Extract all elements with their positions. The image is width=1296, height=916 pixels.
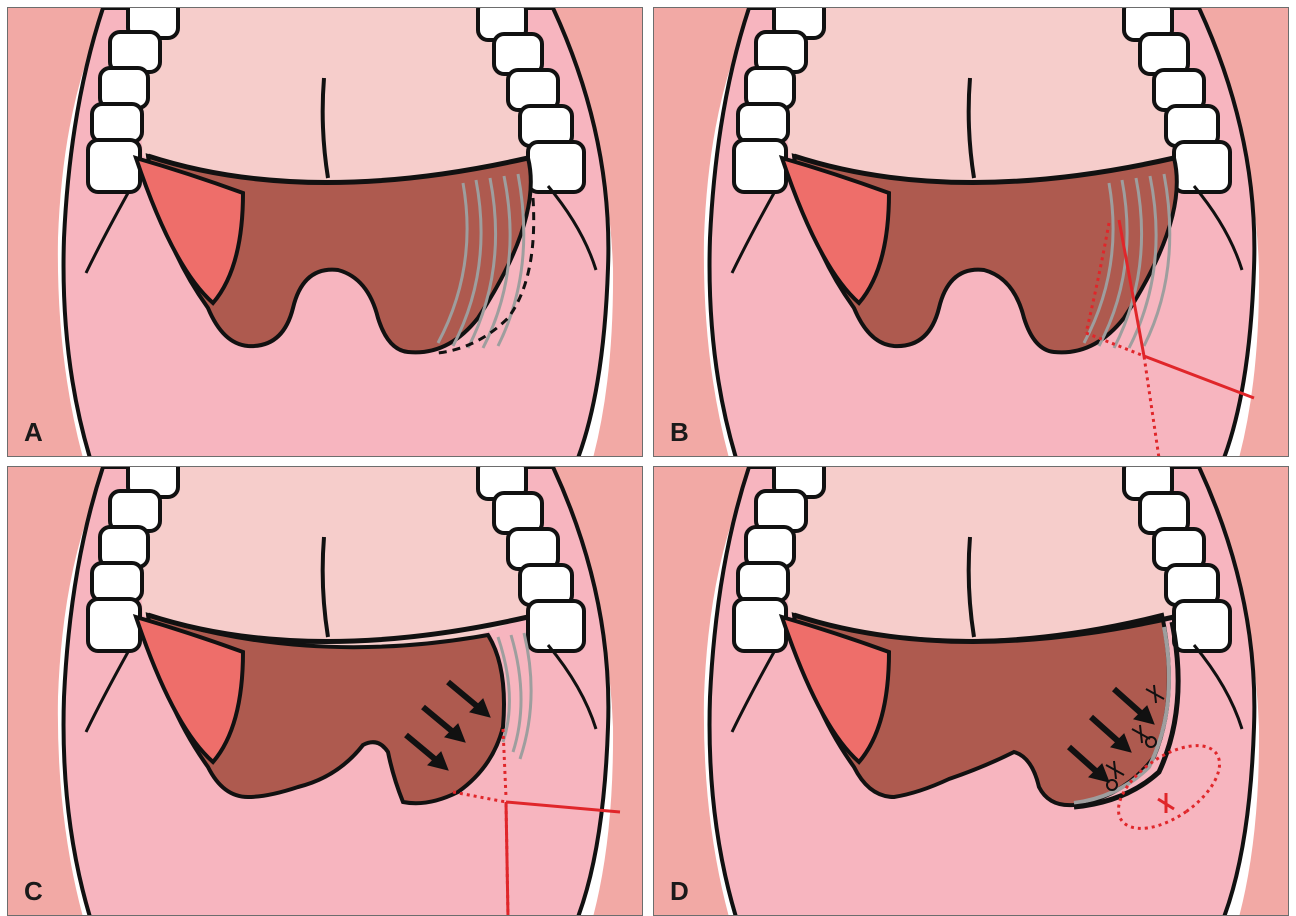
pillar-left	[84, 651, 130, 733]
tonsil-left	[778, 614, 892, 765]
panel-label: C	[24, 876, 43, 906]
palatal-raphe	[966, 536, 976, 638]
sutured-margin	[1073, 621, 1181, 810]
panel-d: D	[653, 466, 1289, 916]
pillar-left	[730, 192, 776, 274]
pillar-right	[1192, 644, 1244, 730]
donor-suture-mark	[1157, 793, 1175, 813]
pillar-right	[1192, 185, 1244, 271]
pharynx-outline	[793, 153, 1175, 185]
palate	[785, 467, 1174, 660]
teeth-right	[476, 8, 586, 194]
teeth-right	[476, 467, 586, 653]
tonsil-left	[132, 155, 246, 306]
palatal-raphe	[320, 77, 330, 179]
incision-dotted-upper	[1084, 222, 1111, 334]
pharynx-outline	[147, 612, 529, 644]
panel-label: B	[670, 417, 689, 447]
palate	[139, 8, 528, 201]
panel-label: A	[24, 417, 43, 447]
pharynx-outline	[793, 612, 1175, 644]
lip-right	[1194, 467, 1288, 915]
tonsil-left	[132, 614, 246, 765]
lip-left	[654, 8, 754, 456]
lip-right	[1194, 8, 1288, 456]
teeth-right	[1122, 467, 1232, 653]
pillar-right	[546, 644, 598, 730]
panel-label: D	[670, 876, 689, 906]
tonsil-left	[778, 155, 892, 306]
pillar-left	[84, 192, 130, 274]
flap-rotation-arrows	[404, 679, 491, 771]
oropharynx-diagram-c	[8, 467, 642, 915]
teeth-left	[732, 8, 826, 194]
pharynx-outline	[147, 153, 529, 185]
incision-dotted-upper	[501, 728, 508, 798]
oropharynx-diagram-a	[8, 8, 642, 456]
lip-right	[548, 467, 642, 915]
teeth-right	[1122, 8, 1232, 194]
flap-rotation-arrows	[1067, 686, 1155, 783]
lip-left	[8, 8, 108, 456]
oropharynx-diagram-b	[654, 8, 1288, 456]
incision-solid	[1117, 219, 1255, 400]
lip-left	[8, 467, 108, 915]
pillar-left	[730, 651, 776, 733]
donor-site-closure	[1116, 744, 1222, 830]
sutures	[1105, 684, 1165, 791]
oropharynx-diagram-d	[654, 467, 1288, 915]
scar-striations	[436, 173, 526, 349]
scar-striations	[496, 632, 533, 760]
panel-c: C	[7, 466, 643, 916]
pillar-right	[546, 185, 598, 271]
palate	[139, 467, 528, 660]
palatal-raphe	[320, 536, 330, 638]
palate	[785, 8, 1174, 201]
lip-left	[654, 467, 754, 915]
panel-a: A	[7, 7, 643, 457]
lip-right	[548, 8, 642, 456]
teeth-left	[86, 8, 180, 194]
panel-b: B	[653, 7, 1289, 457]
palatal-raphe	[966, 77, 976, 179]
